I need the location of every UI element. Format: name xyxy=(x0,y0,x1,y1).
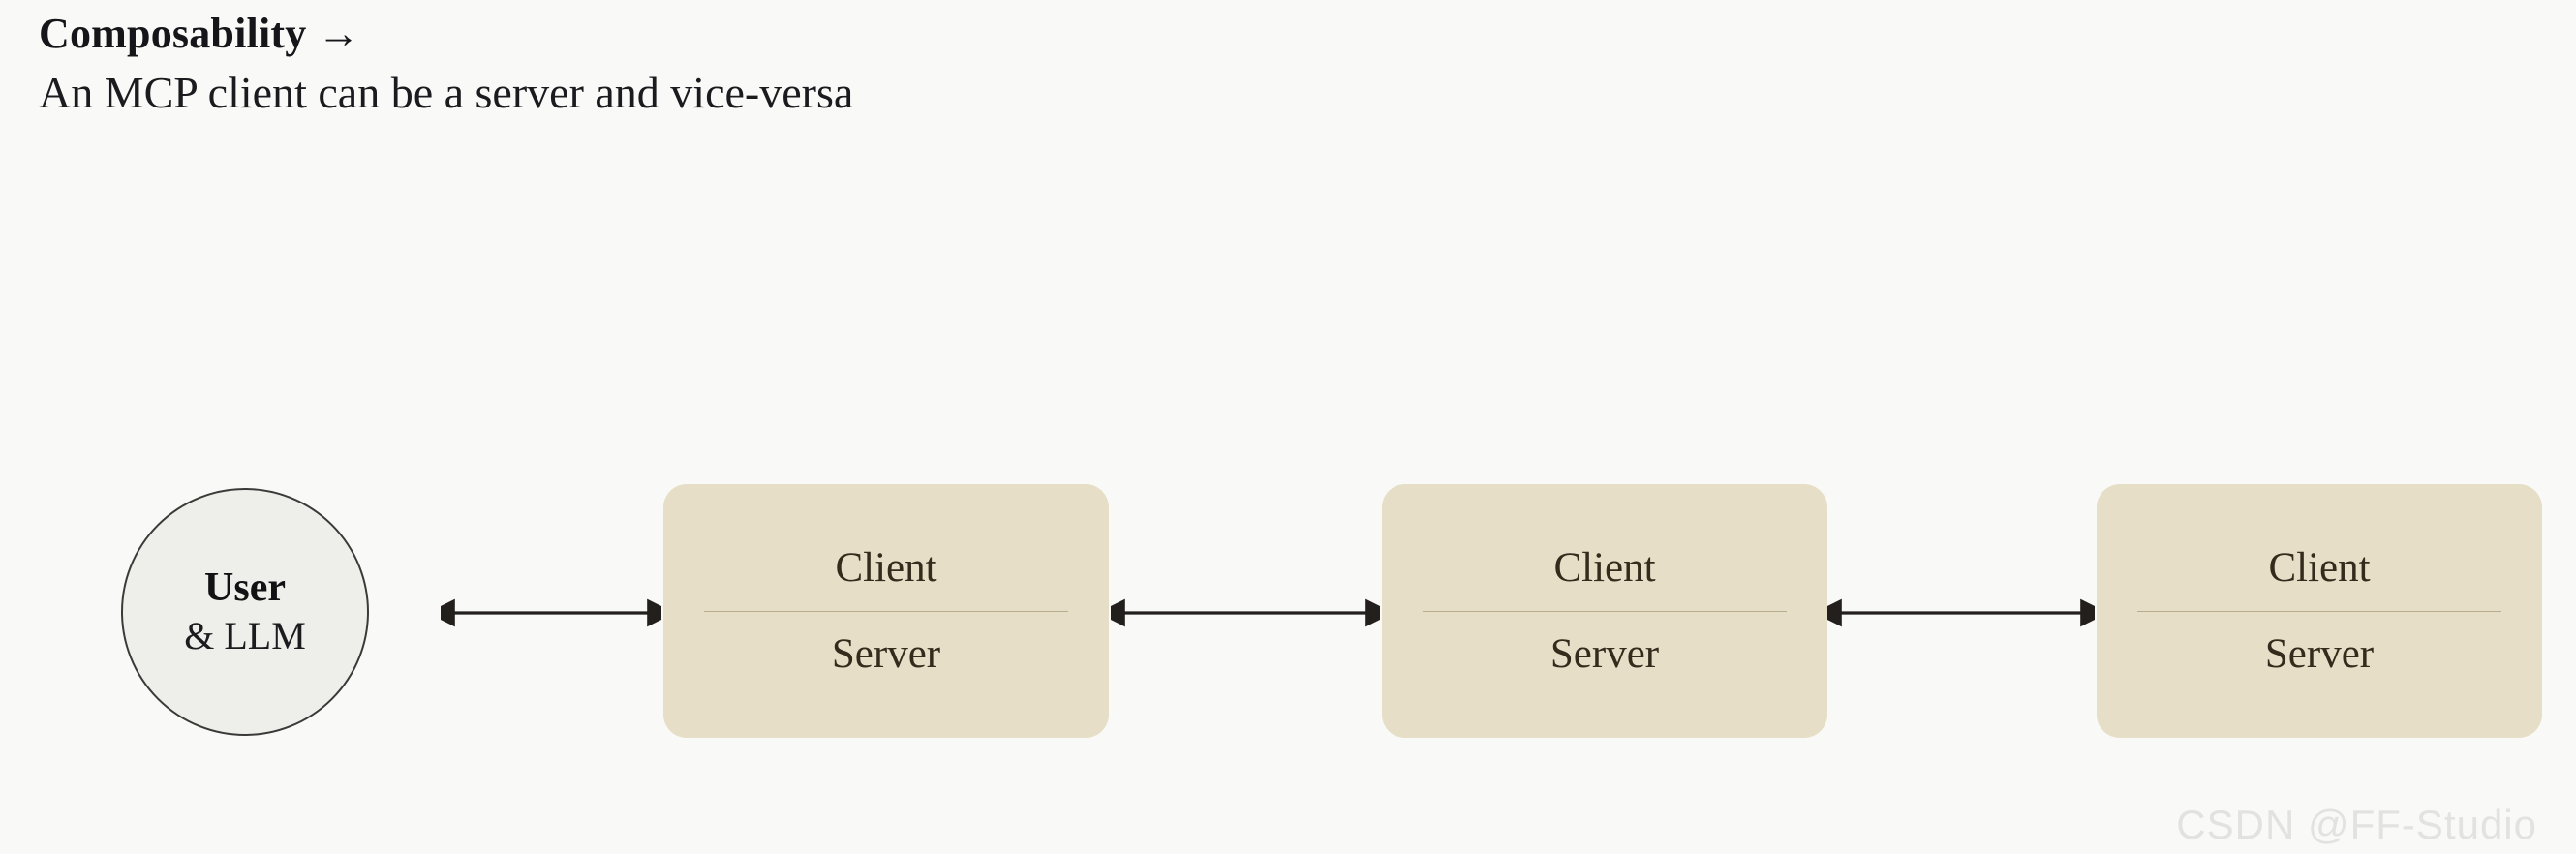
node-user-llm[interactable]: User & LLM xyxy=(121,488,369,736)
watermark: CSDN @FF-Studio xyxy=(2176,802,2537,847)
node-client-server-2-client-label: Client xyxy=(1553,545,1656,591)
node-client-server-2-server-label: Server xyxy=(1549,631,1660,677)
node-user-llm-secondary-label: & LLM xyxy=(184,614,306,658)
node-client-server-1[interactable]: Client Server xyxy=(663,484,1109,738)
node-client-server-1-divider xyxy=(704,610,1068,612)
node-client-server-3-server-label: Server xyxy=(2264,631,2375,677)
connector-arrow-client-1-to-client-2 xyxy=(1111,598,1380,627)
node-client-server-1-client-label: Client xyxy=(835,545,937,591)
node-user-llm-primary-label: User xyxy=(204,565,286,611)
node-client-server-2[interactable]: Client Server xyxy=(1382,484,1827,738)
page-subtitle: An MCP client can be a server and vice-v… xyxy=(39,68,854,117)
heading-block: Composability → An MCP client can be a s… xyxy=(39,8,1685,122)
node-client-server-3[interactable]: Client Server xyxy=(2097,484,2542,738)
node-client-server-3-client-label: Client xyxy=(2268,545,2371,591)
node-client-server-2-divider xyxy=(1423,610,1787,612)
connector-arrow-user-to-client-1 xyxy=(441,598,661,627)
node-client-server-3-divider xyxy=(2137,610,2501,612)
connector-arrow-client-2-to-client-3 xyxy=(1827,598,2095,627)
page-title: Composability → xyxy=(39,10,360,57)
node-client-server-1-server-label: Server xyxy=(831,631,941,677)
